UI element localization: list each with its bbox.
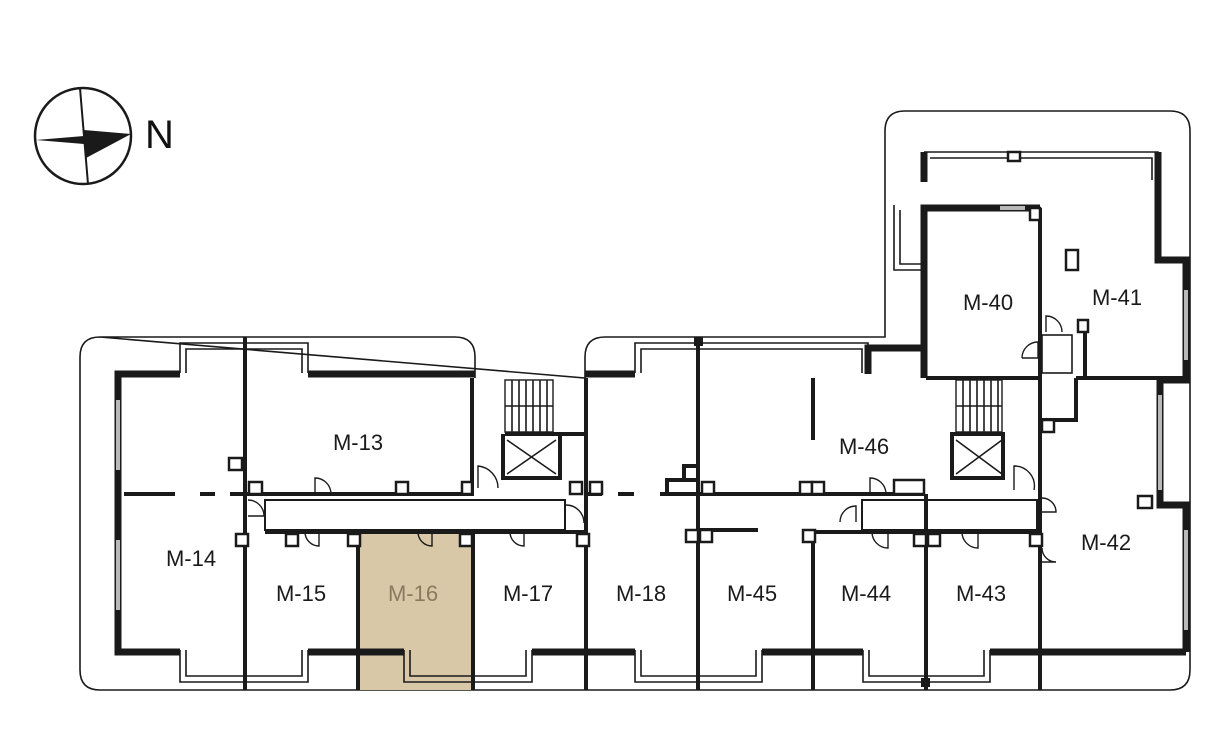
unit-label-m15[interactable]: M-15 bbox=[276, 581, 326, 606]
room-labels: M-13 M-14 M-15 M-16 M-17 M-18 M-45 M-44 … bbox=[166, 285, 1142, 606]
unit-label-m14[interactable]: M-14 bbox=[166, 546, 216, 571]
unit-label-m44[interactable]: M-44 bbox=[841, 581, 891, 606]
corridor bbox=[264, 334, 1073, 531]
unit-label-m42[interactable]: M-42 bbox=[1081, 530, 1131, 555]
unit-label-m46[interactable]: M-46 bbox=[839, 434, 889, 459]
staircase-west bbox=[504, 379, 557, 475]
window-marks bbox=[116, 206, 1188, 630]
columns bbox=[227, 150, 1154, 687]
unit-label-m13[interactable]: M-13 bbox=[333, 430, 383, 455]
exterior-walls bbox=[114, 152, 1190, 656]
north-arrow-icon bbox=[84, 130, 131, 158]
unit-label-m16[interactable]: M-16 bbox=[388, 581, 438, 606]
interior-walls bbox=[124, 208, 1186, 690]
bay-windows bbox=[179, 151, 1159, 683]
unit-m16-fill[interactable] bbox=[360, 532, 473, 690]
unit-label-m18[interactable]: M-18 bbox=[616, 581, 666, 606]
compass-tail-icon bbox=[36, 136, 84, 144]
staircase-east bbox=[955, 379, 1003, 475]
unit-label-m41[interactable]: M-41 bbox=[1092, 285, 1142, 310]
compass: N bbox=[33, 86, 174, 186]
doors bbox=[247, 315, 1063, 563]
compass-north-label: N bbox=[145, 113, 174, 157]
unit-label-m40[interactable]: M-40 bbox=[963, 290, 1013, 315]
unit-label-m45[interactable]: M-45 bbox=[727, 581, 777, 606]
unit-label-m43[interactable]: M-43 bbox=[956, 581, 1006, 606]
unit-label-m17[interactable]: M-17 bbox=[503, 581, 553, 606]
